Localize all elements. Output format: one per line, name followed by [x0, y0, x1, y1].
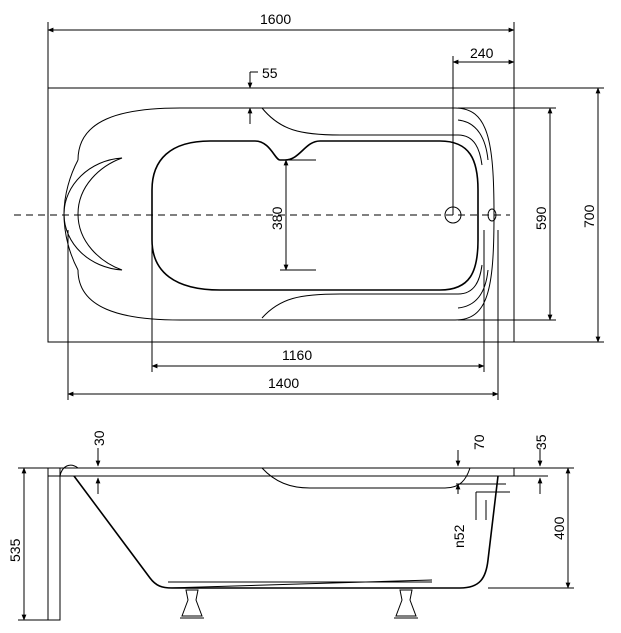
dim-1400: 1400 — [268, 375, 299, 391]
dim-590: 590 — [533, 206, 549, 230]
tub-outline-rect — [47, 87, 515, 343]
dim-1600: 1600 — [260, 11, 291, 27]
leg-right — [395, 589, 417, 617]
overflow-icon — [487, 208, 497, 222]
dim-30: 30 — [91, 430, 107, 446]
dim-n52: n52 — [451, 524, 467, 548]
top-view: 1600 240 55 380 590 700 1160 1 — [14, 11, 604, 400]
dim-700: 700 — [581, 204, 597, 228]
dim-55: 55 — [262, 65, 278, 81]
dim-35: 35 — [533, 434, 549, 450]
dim-400: 400 — [551, 516, 567, 540]
front-panel — [47, 467, 61, 621]
dim-70: 70 — [471, 434, 487, 450]
side-view: 30 535 70 35 n52 400 — [7, 430, 574, 621]
lower-ridge — [261, 264, 483, 319]
dim-240: 240 — [470, 45, 494, 61]
dim-1160: 1160 — [282, 347, 312, 363]
tub-side-profile — [73, 475, 499, 589]
leg-left — [181, 589, 203, 617]
dim-380: 380 — [269, 206, 285, 230]
headrest-contour — [63, 157, 123, 271]
upper-ridge — [261, 107, 483, 166]
dim-535: 535 — [7, 538, 23, 562]
